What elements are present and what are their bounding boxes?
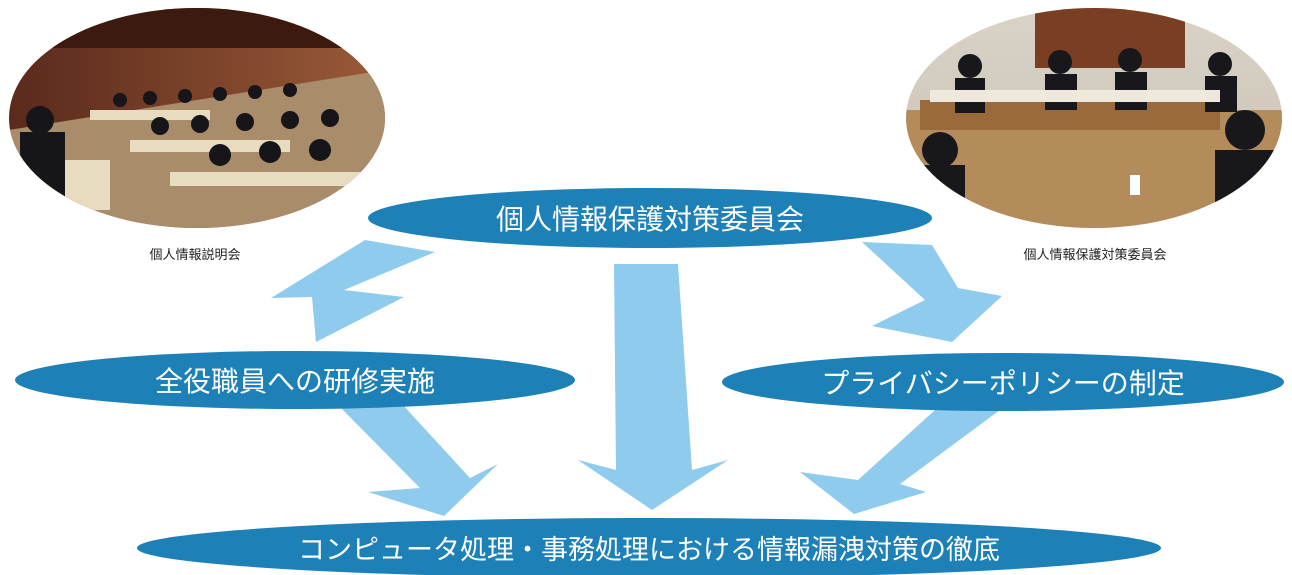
node-training-text: 全役職員への研修実施 bbox=[155, 365, 435, 398]
seminar-photo-caption: 個人情報説明会 bbox=[149, 248, 241, 263]
arrow-committee-to-result bbox=[578, 264, 728, 510]
committee-photo-caption: 個人情報保護対策委員会 bbox=[1023, 248, 1167, 263]
seminar-photo bbox=[9, 8, 385, 228]
node-result: コンピュータ処理・事務処理における情報漏洩対策の徹底 bbox=[137, 518, 1161, 575]
arrow-committee-to-policy bbox=[862, 242, 1002, 342]
arrow-policy-to-result bbox=[800, 410, 1000, 514]
node-committee-text: 個人情報保護対策委員会 bbox=[496, 203, 804, 236]
node-result-text: コンピュータ処理・事務処理における情報漏洩対策の徹底 bbox=[298, 535, 1000, 566]
node-training: 全役職員への研修実施 bbox=[15, 351, 575, 409]
node-policy-text: プライバシーポリシーの制定 bbox=[821, 367, 1184, 400]
node-policy: プライバシーポリシーの制定 bbox=[722, 353, 1284, 411]
arrow-training-to-result bbox=[335, 402, 498, 516]
arrows bbox=[271, 240, 1002, 516]
node-committee: 個人情報保護対策委員会 bbox=[368, 188, 932, 248]
committee-photo bbox=[906, 8, 1282, 228]
arrow-committee-to-training bbox=[271, 240, 435, 342]
